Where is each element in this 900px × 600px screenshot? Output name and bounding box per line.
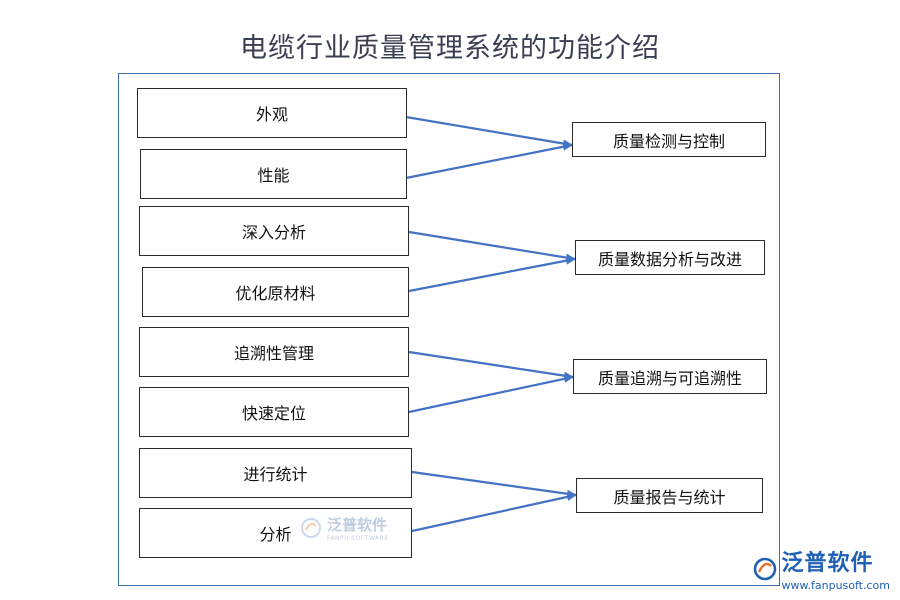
item-box-optimize-materials: 优化原材料 xyxy=(142,267,409,317)
item-box-statistics: 进行统计 xyxy=(139,448,412,498)
item-label: 快速定位 xyxy=(241,404,306,423)
item-label: 进行统计 xyxy=(243,465,308,484)
item-label: 深入分析 xyxy=(241,223,306,242)
function-box-quality-traceability: 质量追溯与可追溯性 xyxy=(573,359,767,394)
function-box-quality-reporting: 质量报告与统计 xyxy=(576,478,763,513)
item-label: 优化原材料 xyxy=(235,284,316,303)
function-box-quality-data-analysis: 质量数据分析与改进 xyxy=(575,240,765,275)
function-label: 质量数据分析与改进 xyxy=(597,249,742,269)
brand-logo-icon xyxy=(753,557,776,580)
function-label: 质量报告与统计 xyxy=(613,487,726,507)
item-label: 性能 xyxy=(257,166,290,185)
function-label: 质量追溯与可追溯性 xyxy=(597,368,742,388)
item-label: 分析 xyxy=(259,525,292,544)
function-label: 质量检测与控制 xyxy=(612,131,725,151)
brand-url: www.fanpusoft.com xyxy=(781,579,890,592)
item-box-performance: 性能 xyxy=(140,149,407,199)
item-box-appearance: 外观 xyxy=(137,88,407,138)
watermark-sub: FANPU SOFTWARE xyxy=(327,535,389,542)
watermark: 泛普软件 FANPU SOFTWARE xyxy=(300,514,389,542)
diagram-frame xyxy=(118,73,780,586)
brand-logo: 泛普软件 www.fanpusoft.com xyxy=(752,545,890,592)
item-label: 外观 xyxy=(255,105,288,124)
item-label: 追溯性管理 xyxy=(233,344,314,363)
function-box-quality-inspection: 质量检测与控制 xyxy=(572,122,766,157)
item-box-quick-locate: 快速定位 xyxy=(139,387,409,437)
item-box-in-depth-analysis: 深入分析 xyxy=(139,206,409,256)
item-box-analysis: 分析 xyxy=(139,508,412,558)
watermark-name: 泛普软件 xyxy=(327,516,388,534)
watermark-logo-icon xyxy=(301,518,321,538)
brand-name: 泛普软件 xyxy=(781,551,874,576)
item-box-traceability-management: 追溯性管理 xyxy=(139,327,409,377)
diagram-title: 电缆行业质量管理系统的功能介绍 xyxy=(240,33,660,64)
